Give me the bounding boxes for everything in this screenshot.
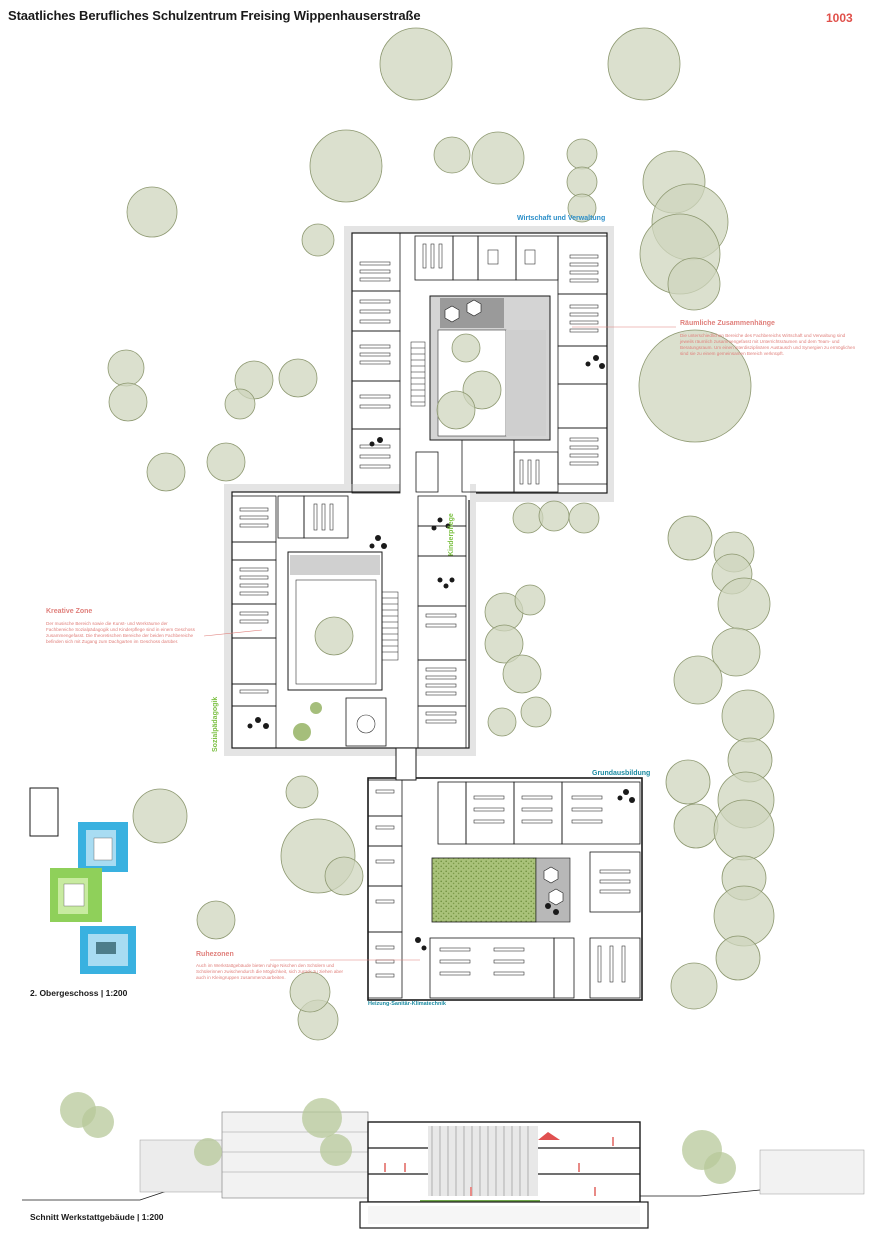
stair-middle — [381, 591, 399, 661]
zone-label-grundausbildung: Grundausbildung — [592, 770, 651, 777]
sheet-number: 1003 — [826, 11, 853, 25]
stair-north — [410, 341, 426, 407]
north-wing-furniture — [359, 243, 599, 485]
zone-label-kinderpflege: Kinderpflege — [448, 513, 455, 556]
workshop-furniture — [375, 789, 631, 983]
interior-plants — [293, 702, 322, 741]
workshop-rooms — [367, 779, 641, 999]
page-title: Staatliches Berufliches Schulzentrum Fre… — [8, 8, 421, 23]
caption-floor: 2. Obergeschoss | 1:200 — [30, 988, 128, 998]
key-plan — [29, 787, 136, 974]
zone-label-verwaltung: Wirtschaft und Verwaltung — [517, 215, 606, 222]
annotation-leaders — [203, 326, 676, 961]
annotation-kreativ-body: Der musische Bereich sowie die Kunst- un… — [46, 621, 195, 644]
north-wing-rooms — [351, 232, 608, 494]
trees — [107, 27, 775, 1041]
middle-wing-furniture — [239, 503, 457, 734]
annotation-kreativ-title: Kreative Zone — [46, 608, 93, 615]
annotation-ruhe-title: Ruhezonen — [196, 951, 234, 958]
annotation-raeumlich-title: Räumliche Zusammenhänge — [680, 320, 775, 327]
workshop-green-courtyard — [431, 857, 571, 923]
annotation-ruhe-body: Auch im Werkstattgebäude bieten ruhige N… — [196, 963, 344, 980]
zone-label-heizung: Heizung-Sanitär-Klimatechnik — [368, 1001, 446, 1007]
middle-wing-rooms — [231, 495, 467, 749]
seating-clusters — [247, 355, 635, 951]
section-drawing — [22, 1092, 865, 1229]
caption-section: Schnitt Werkstattgebäude | 1:200 — [30, 1212, 164, 1222]
zone-label-sozialpaedagogik: Sozialpädagogik — [212, 696, 219, 752]
annotation-raeumlich-body: Die unterschiedlichen Bereiche des Fachb… — [680, 333, 856, 356]
